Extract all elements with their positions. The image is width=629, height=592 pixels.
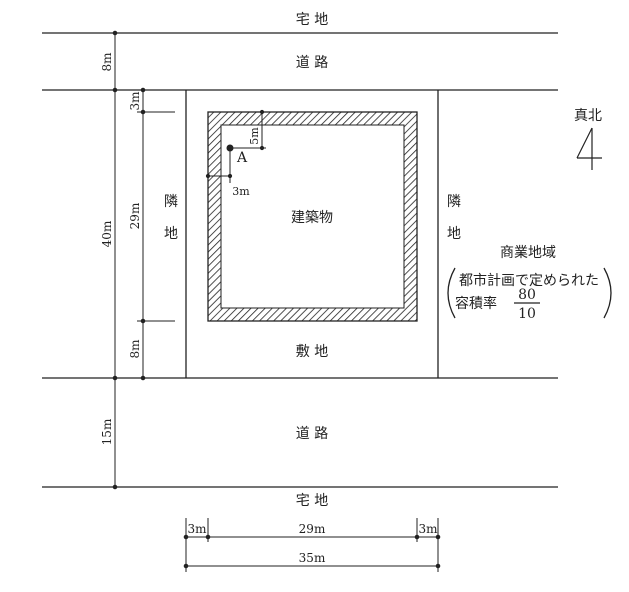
bottom-dim-dot-186 [183, 534, 189, 540]
bottom-horizontal-dimension [183, 518, 441, 572]
bottom-dim-dot-208 [205, 534, 211, 540]
building-label: 建築物 [291, 210, 333, 226]
zoning-line-1: 都市計画で定められた [459, 272, 599, 289]
zoning-right-paren [603, 267, 612, 319]
road-bottom-label: 道 路 [296, 426, 328, 442]
building-footprint [207, 111, 418, 322]
rinchi-left-char-1: 隣 [164, 194, 178, 210]
inner-dim-dot-90 [140, 87, 146, 93]
zoning-brackets [447, 267, 612, 319]
building-inner-area [220, 124, 405, 309]
inner-dim-dot-321 [140, 318, 146, 324]
left-overall-dimension [112, 30, 118, 490]
rinchi-right-char-1: 隣 [447, 194, 461, 210]
a-horizontal-dim-dot-left [205, 173, 211, 179]
dim-building-depth: 29m [128, 202, 142, 229]
bottom-dim-dot-417 [414, 534, 420, 540]
bottom-dim-dot-438b [435, 563, 441, 569]
ratio-denominator: 10 [518, 306, 536, 322]
dim-left-setback: 3m [187, 522, 207, 536]
zoning-ratio-label: 容積率 [455, 295, 497, 312]
a-vertical-dim-dot-top [259, 109, 265, 115]
dim-site-width: 35m [299, 551, 326, 565]
inner-dim-dot-112 [140, 109, 146, 115]
dim-building-width: 29m [299, 522, 326, 536]
inner-vertical-dimension [137, 87, 175, 381]
road-top-label: 道 路 [296, 55, 328, 71]
left-dim-dot-90 [112, 87, 118, 93]
left-dim-dot-487 [112, 484, 118, 490]
dim-road-bottom-width: 15m [100, 418, 114, 445]
dim-a-offset-horizontal: 3m [232, 185, 250, 198]
left-dim-dot-378 [112, 375, 118, 381]
rinchi-right-char-2: 地 [447, 226, 461, 242]
road-boundary-lines [42, 32, 558, 488]
dim-site-depth: 40m [100, 220, 114, 247]
shikichi-label: 敷 地 [296, 344, 328, 360]
point-a-marker [205, 109, 266, 183]
takuchi-bottom-label: 宅 地 [296, 493, 328, 509]
ratio-numerator: 80 [518, 287, 536, 303]
point-a-label: A [236, 150, 248, 166]
left-dim-dot-33 [112, 30, 118, 36]
a-horizontal-dim-dot-right [227, 173, 233, 179]
dim-right-setback: 3m [418, 522, 438, 536]
bottom-dim-dot-438 [435, 534, 441, 540]
true-north-symbol [576, 127, 602, 170]
dim-rear-setback: 8m [128, 339, 142, 359]
dim-front-setback: 3m [128, 91, 142, 111]
bottom-dim-dot-186b [183, 563, 189, 569]
site-boundary [185, 90, 439, 378]
dim-road-top-width: 8m [100, 52, 114, 72]
true-north-label: 真北 [574, 108, 602, 124]
inner-dim-dot-378 [140, 375, 146, 381]
dim-a-offset-vertical: 5m [248, 127, 261, 145]
north-arrow-diagonal [576, 127, 593, 159]
rinchi-left-char-2: 地 [164, 226, 178, 242]
takuchi-top-label: 宅 地 [296, 12, 328, 28]
a-vertical-dim-dot-bottom [259, 145, 265, 151]
zoning-title: 商業地域 [500, 245, 556, 261]
zoning-left-paren [447, 267, 456, 319]
